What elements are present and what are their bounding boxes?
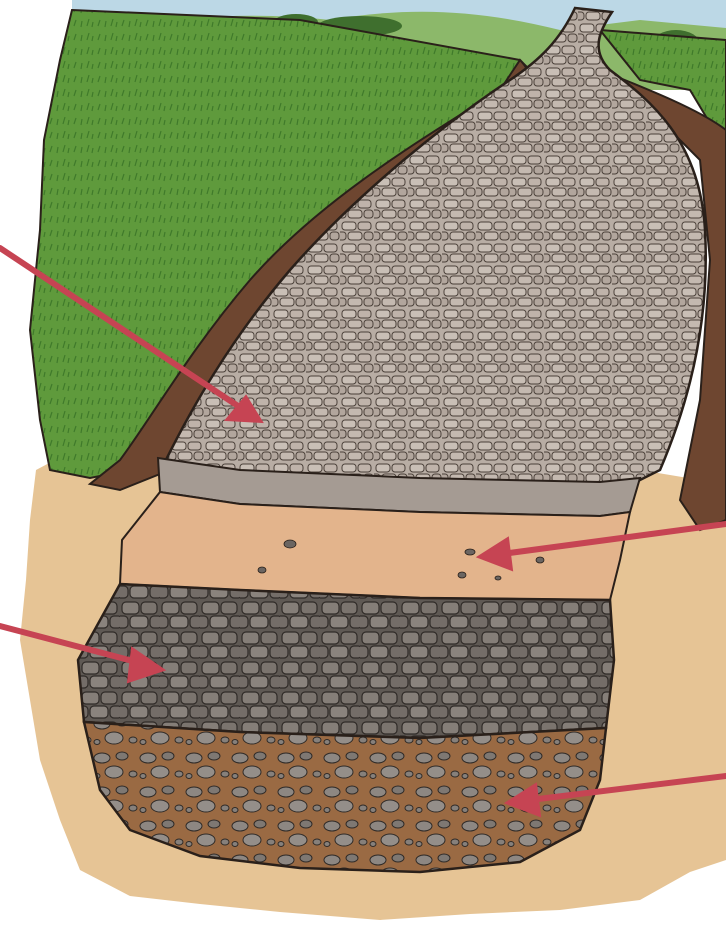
large-stone-layer [78, 584, 614, 738]
